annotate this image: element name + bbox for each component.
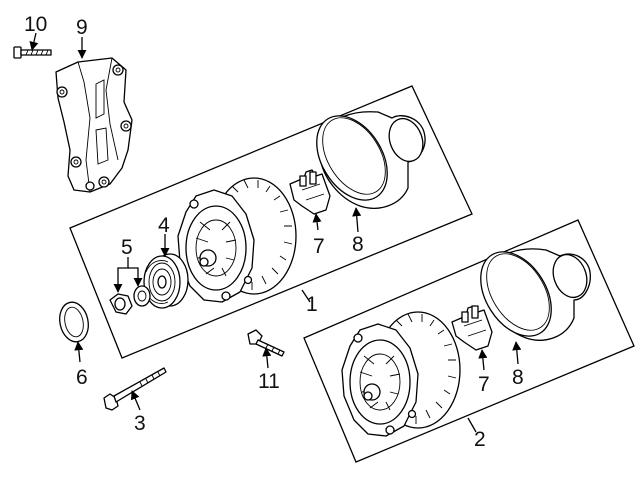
- callout-11: 11: [258, 370, 280, 393]
- callout-1: 1: [306, 293, 318, 316]
- callout-6: 6: [76, 366, 88, 389]
- callout-2: 2: [474, 428, 486, 451]
- voltage-regulator-7a: [289, 169, 331, 215]
- seal-ring-6: [59, 301, 89, 343]
- callout-5: 5: [121, 236, 133, 259]
- callout-7a: 7: [313, 235, 325, 258]
- callout-8b: 8: [512, 366, 524, 389]
- callout-7b: 7: [478, 373, 490, 396]
- alternator-2: [341, 311, 461, 437]
- bolt-3: [103, 367, 167, 411]
- callout-9: 9: [76, 16, 88, 39]
- callout-4: 4: [158, 214, 170, 237]
- pulley-4: [143, 253, 189, 309]
- assembly-1-frame: [69, 85, 473, 359]
- callout-3: 3: [134, 412, 146, 435]
- mounting-bracket-9: [55, 57, 133, 193]
- nut-washer-5: [109, 285, 151, 315]
- voltage-regulator-7b: [451, 305, 493, 351]
- callout-10: 10: [24, 13, 47, 36]
- leader-lines: [29, 32, 522, 433]
- callout-8a: 8: [352, 233, 364, 256]
- alternator-1: [177, 177, 297, 303]
- rear-cover-8b: [480, 248, 591, 341]
- rear-cover-8a: [316, 111, 426, 209]
